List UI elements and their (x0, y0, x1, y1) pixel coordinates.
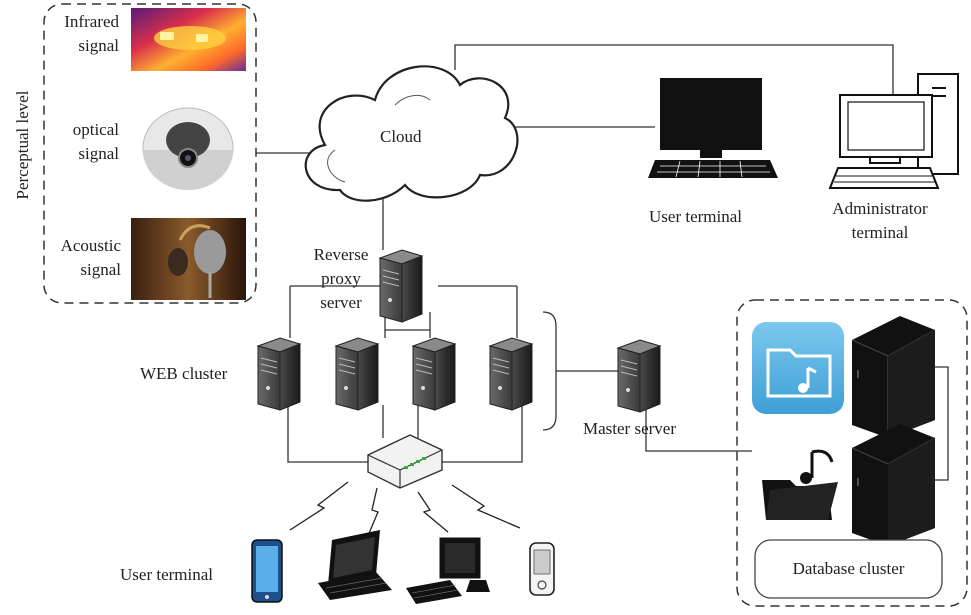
infrared-image (131, 8, 246, 71)
cloud-label: Cloud (380, 127, 422, 146)
database-label-box (754, 539, 943, 599)
database-server-1-icon (851, 316, 936, 438)
web-server-1-icon (256, 337, 302, 411)
database-server-2-icon (851, 424, 936, 546)
network-switch-icon (367, 434, 443, 489)
web-server-2-icon (334, 337, 380, 411)
blue-music-folder-icon (752, 322, 844, 414)
user-terminal-top-label: User terminal (649, 207, 742, 226)
perceptual-level-label: Perceptual level (13, 90, 32, 200)
cloud-icon (304, 65, 519, 202)
pda-icon (529, 542, 555, 596)
master-server-label: Master server (583, 419, 676, 438)
admin-computer-icon (828, 73, 959, 189)
optical-signal-label: optical signal (72, 120, 119, 163)
black-music-folder-icon (762, 449, 838, 520)
acoustic-signal-label: Acoustic signal (60, 236, 121, 279)
laptop-icon (318, 530, 392, 600)
database-box (736, 299, 968, 607)
web-server-4-icon (488, 337, 534, 411)
tablet-icon (251, 539, 283, 603)
web-cluster-label: WEB cluster (140, 364, 228, 383)
wireless-links (289, 481, 521, 539)
dome-camera-icon (142, 107, 234, 190)
user-terminal-bottom-label: User terminal (120, 565, 213, 584)
infrared-signal-label: Infrared signal (64, 12, 119, 55)
database-cluster-label: Database cluster (792, 559, 905, 578)
server-towers (256, 249, 662, 413)
pc-monitor-keyboard-icon (406, 537, 490, 604)
master-server-icon (616, 339, 662, 413)
acoustic-image (131, 218, 246, 300)
desktop-monitor-icon (648, 78, 778, 178)
administrator-terminal-label: Administrator terminal (832, 199, 928, 242)
reverse-proxy-server-icon (378, 249, 424, 323)
connection-lines (256, 44, 949, 481)
reverse-proxy-server-label: Reverse proxy server (313, 245, 369, 312)
web-server-3-icon (411, 337, 457, 411)
perceptual-box (43, 3, 257, 304)
